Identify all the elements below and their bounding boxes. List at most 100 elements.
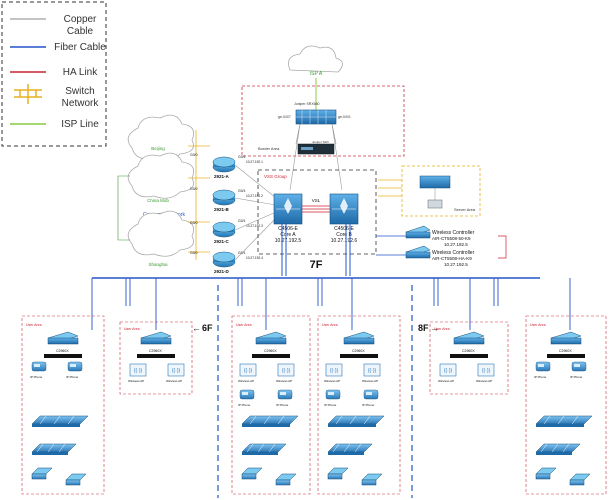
wifi-glyph: ((·)) xyxy=(482,368,491,374)
cloud-china-mob xyxy=(127,152,195,199)
printer-icon xyxy=(361,473,383,486)
wlc2-ip: 10.27.192.5 xyxy=(444,262,468,267)
vsl-label: VSL xyxy=(312,198,321,203)
access-switch-icon xyxy=(255,331,287,345)
wireless-ap-icon: ((·)) xyxy=(439,363,457,377)
cloud-chinamob-label: China Mob xyxy=(147,198,169,203)
legend-ha-label: HA Link xyxy=(63,67,98,78)
wireless-ap-label: Wireless AP xyxy=(362,379,378,383)
firewall-label: Juniper SRX650 xyxy=(294,102,320,106)
wireless-controllers: Wireless Controller AIR-CT5508-50-K9 10.… xyxy=(376,225,507,267)
router-appliance-icon xyxy=(297,143,335,155)
wifi-glyph: ((·)) xyxy=(368,368,377,374)
core-b-model: C4506-E xyxy=(334,226,354,232)
wireless-ap-icon: ((·)) xyxy=(277,363,295,377)
server-area: Server Area xyxy=(378,165,481,217)
router-c-port0: G0/0 xyxy=(190,221,198,225)
wireless-ap-label: Wireless AP xyxy=(276,379,292,383)
isp-label: ISP A xyxy=(310,71,323,77)
ip-phone-icon xyxy=(363,389,379,400)
wifi-glyph: ((·)) xyxy=(330,368,339,374)
legend-copper-label-2: Cable xyxy=(67,26,94,37)
wireless-ap-label: Wireless AP xyxy=(166,379,182,383)
ip-phone-icon xyxy=(535,361,551,372)
router-b-name: 2921-B xyxy=(214,207,230,212)
wireless-ap-label: Wireless AP xyxy=(238,379,254,383)
wireless-ap-icon: ((·)) xyxy=(363,363,381,377)
access-switch-label: C2960X xyxy=(559,349,572,353)
pc-row-icon xyxy=(241,415,299,427)
wlc2-title: Wireless Controller xyxy=(432,250,475,256)
legend-switch-network-swatch xyxy=(14,84,42,104)
legend-isp-label: ISP Line xyxy=(61,119,99,130)
access-switch-label: C2960X xyxy=(352,349,365,353)
ip-phone-icon xyxy=(67,361,83,372)
access-switch-icon xyxy=(343,331,375,345)
user-area-label: User Area xyxy=(322,323,338,327)
vsl-link xyxy=(302,205,330,213)
legend-switch-label-2: Network xyxy=(62,98,100,109)
router-b-port0: G0/0 xyxy=(190,187,198,191)
ip-phone-label: IP Phone xyxy=(30,375,43,379)
cloud-shanghai xyxy=(127,210,195,257)
access-switch-icon xyxy=(47,331,79,345)
pc-row-icon xyxy=(31,415,89,427)
wireless-ap-icon: ((·)) xyxy=(239,363,257,377)
access-switch-icon xyxy=(140,331,172,345)
printer-icon xyxy=(241,467,263,480)
printer-icon xyxy=(31,467,53,480)
router-a-ip: 10.27.192.1 xyxy=(246,160,263,164)
router-2921-b: 2921-B G0/0 G0/1 10.27.192.2 xyxy=(190,187,263,212)
printer-icon xyxy=(65,473,87,486)
user-area-label: User Area xyxy=(530,323,546,327)
access-switch-label: C2960X xyxy=(462,349,475,353)
ip-phone-label: IP Phone xyxy=(66,375,79,379)
wlc1-title: Wireless Controller xyxy=(432,230,475,236)
wifi-glyph: ((·)) xyxy=(172,368,181,374)
pc-row-icon xyxy=(535,415,593,427)
wireless-ap-icon: ((·)) xyxy=(129,363,147,377)
border-area-title: Border Area xyxy=(258,146,280,151)
wifi-glyph: ((·)) xyxy=(282,368,291,374)
pc-row-icon xyxy=(327,415,385,427)
router-2921-c: 2921-C G0/0 G0/1 10.27.192.3 xyxy=(190,219,263,244)
wan-clouds: Beijing China Mob Corporate Network Shan… xyxy=(117,114,195,267)
ip-phone-icon xyxy=(325,389,341,400)
ip-phone-icon xyxy=(239,389,255,400)
ip-phone-icon xyxy=(277,389,293,400)
wireless-ap-icon: ((·)) xyxy=(325,363,343,377)
appliance-label: Juniper SRX xyxy=(312,140,329,144)
pc-row-icon xyxy=(327,443,373,455)
core-backbone-links xyxy=(281,224,351,276)
pc-row-icon xyxy=(31,443,77,455)
ip-phone-label: IP Phone xyxy=(362,403,375,407)
printer-icon xyxy=(327,467,349,480)
pc-row-icon xyxy=(535,443,581,455)
server-switch-icon xyxy=(419,175,451,189)
core-a-switch xyxy=(273,193,303,225)
router-d-port0: G0/0 xyxy=(190,251,198,255)
printer-icon xyxy=(535,467,557,480)
router-b-port1: G0/1 xyxy=(238,189,246,193)
cloud-beijing xyxy=(127,114,195,161)
wifi-glyph: ((·)) xyxy=(134,368,143,374)
router-c-port1: G0/1 xyxy=(238,219,246,223)
ip-phone-label: IP Phone xyxy=(276,403,289,407)
access-switch-icon xyxy=(550,331,582,345)
core-a-role: Core A xyxy=(280,232,296,238)
fw-port-right: ge-0/0/1 xyxy=(338,115,351,119)
wlc-ha-link xyxy=(498,235,507,259)
server-icon xyxy=(427,199,443,209)
wireless-ap-label: Wireless AP xyxy=(476,379,492,383)
router-2921-d: 2921-D G0/0 G0/1 10.27.192.4 xyxy=(190,251,263,274)
floor-6f-label: 6F xyxy=(202,323,213,333)
isp-cloud: ISP A xyxy=(287,45,343,77)
switch-network-bus-left xyxy=(188,130,210,260)
legend-copper-label: Copper xyxy=(64,14,97,25)
legend: Copper Cable Fiber Cable HA Link Switch … xyxy=(1,1,107,147)
access-switch-label: C2960X xyxy=(264,349,277,353)
wlc-2: Wireless Controller AIR-CT5508-HA-K9 10.… xyxy=(405,245,475,267)
router-a-port0: G0/0 xyxy=(190,153,198,157)
